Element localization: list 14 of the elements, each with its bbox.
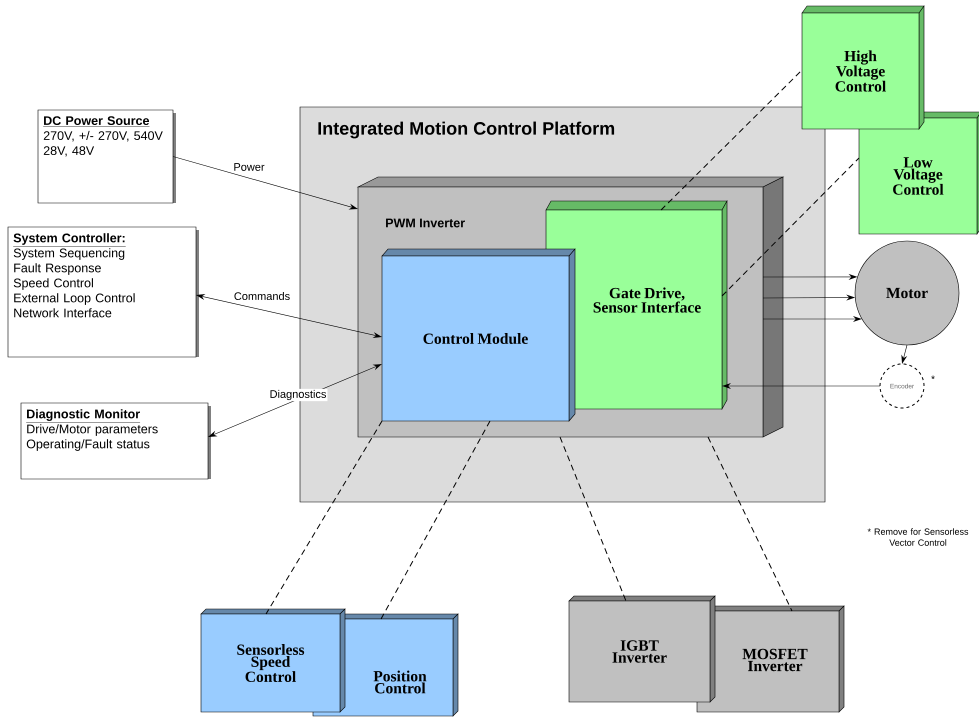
footnote-mark: * [931, 376, 935, 380]
edge-label: Power [232, 162, 266, 172]
edge-label: Commands [232, 290, 292, 302]
dashed-line [380, 420, 490, 620]
edge-label: Diagnostics [268, 388, 328, 402]
dashed-line [560, 436, 626, 602]
dashed-line [708, 436, 792, 612]
text-box: System Controller: System Sequencing Fault Response Speed Control External Loop Control Network Interface [8, 226, 199, 358]
dashed-line [266, 420, 382, 614]
dashed-line [660, 70, 803, 210]
dashed-line [722, 158, 860, 296]
note-text: * Remove for Sensorless Vector Control [868, 528, 968, 546]
text-box: DC Power Source 270V, +/- 270V, 540V 28V, 48V [38, 110, 176, 204]
text-box: Diagnostic Monitor Drive/Motor parameters Operating/Fault status [20, 402, 211, 480]
